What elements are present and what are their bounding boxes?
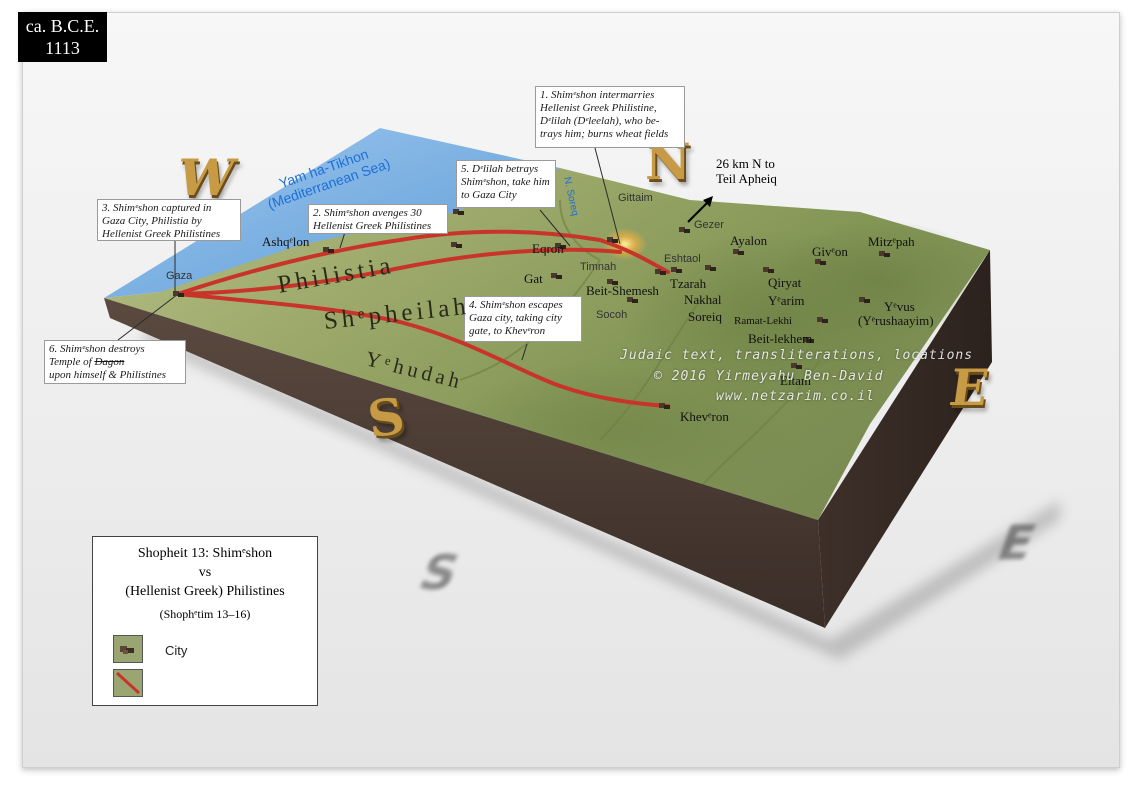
city-socoh: Socoh — [596, 309, 628, 321]
city-marker — [555, 243, 566, 249]
city-marker — [551, 273, 562, 279]
legend-subtitle: (Shophᵉtim 13–16) — [159, 607, 251, 621]
city-tzarah: Tzarah — [670, 276, 707, 291]
city-marker — [763, 267, 774, 273]
city-marker — [627, 297, 638, 303]
city-gezer: Gezer — [694, 219, 724, 231]
north-arrow-line — [687, 199, 711, 223]
city-marker — [323, 247, 334, 253]
city-marker — [817, 317, 828, 323]
city-marker — [451, 242, 462, 248]
callout-3: 3. Shimᵉshon captured in Gaza City, Phil… — [97, 199, 241, 241]
city-givon: Givᵉon — [812, 244, 848, 259]
legend-title-line-3: (Hellenist Greek) Philistines — [125, 584, 285, 599]
city-marker — [791, 363, 802, 369]
north-arrow-head — [703, 196, 713, 207]
watermark-line-2: © 2016 Yirmeyahu Ben-David — [654, 369, 884, 384]
callout-5: 5. Dᵉlilah betrays Shimᵉshon, take him t… — [456, 160, 556, 208]
city-marker — [659, 403, 670, 409]
city-marker — [607, 237, 618, 243]
city-markers — [173, 209, 890, 409]
city-marker — [671, 267, 682, 273]
city-marker — [859, 297, 870, 303]
city-marker — [679, 227, 690, 233]
city-marker — [655, 269, 666, 275]
hill-shading — [770, 220, 990, 340]
callout-4: 4. Shimᵉshon escapes Gaza city, taking c… — [464, 296, 582, 342]
callout-6-temple: Temple of — [49, 356, 95, 368]
north-note-line-2: Teil Apheiq — [716, 171, 777, 186]
city-yearim: Yᵉarim — [768, 293, 805, 308]
legend-route-swatch — [113, 669, 143, 697]
city-ayalon: Ayalon — [730, 233, 768, 248]
city-eitam: Eitam — [780, 373, 812, 388]
legend-city-label: City — [165, 643, 188, 658]
city-ramat-lekhi: Ramat-Lekhi — [734, 315, 793, 327]
legend-city-swatch — [113, 635, 143, 663]
block-front-side — [104, 298, 825, 628]
block-right-side — [818, 250, 992, 628]
city-nakhal: Nakhal — [684, 292, 722, 307]
city-marker — [733, 249, 744, 255]
city-khevron: Khevᵉron — [680, 409, 729, 424]
city-marker — [705, 265, 716, 271]
watermark-line-1: Judaic text, transliterations, locations — [620, 348, 974, 363]
city-eqron: Eqron — [532, 241, 564, 256]
route-gaza-khevron — [176, 292, 670, 408]
city-ashqelon: Ashqᵉlon — [262, 234, 310, 249]
city-eshtaol: Eshtaol — [664, 253, 701, 265]
legend-title: Shopheit 13: Shimᵉshon vs (Hellenist Gre… — [93, 544, 317, 601]
callout-6: 6. Shimᵉshon destroys Temple of Dagon up… — [44, 340, 186, 384]
legend: Shopheit 13: Shimᵉshon vs (Hellenist Gre… — [92, 536, 318, 706]
city-gaza: Gaza — [166, 270, 193, 282]
city-marker — [803, 337, 814, 343]
city-beit-lekhem: Beit-lekhem — [748, 331, 813, 346]
city-yerushaayim: (Yᵉrushaayim) — [858, 313, 934, 328]
date-line-2: 1113 — [45, 38, 80, 58]
city-marker — [607, 279, 618, 285]
date-box: ca. B.C.E. 1113 — [18, 12, 107, 62]
city-marker-icon — [120, 646, 134, 654]
city-beit-shemesh: Beit-Shemesh — [586, 283, 659, 298]
city-marker — [879, 251, 890, 257]
north-note-line-1: 26 km N to — [716, 156, 775, 171]
callout-6-line-3: upon himself & Philistines — [49, 369, 167, 381]
legend-title-line-2: vs — [198, 565, 212, 580]
city-qiryat: Qiryat — [768, 275, 802, 290]
city-mitzpah: Mitzᵉpah — [868, 234, 915, 249]
city-marker — [173, 291, 184, 297]
callout-6-line-2: Temple of Dagon — [49, 356, 181, 369]
north-note: 26 km N to Teil Apheiq — [716, 156, 777, 186]
route-line-icon — [115, 671, 141, 695]
callout-2: 2. Shimᵉshon avenges 30 Hellenist Greek … — [308, 204, 448, 234]
callout-6-line-1: 6. Shimᵉshon destroys — [49, 343, 145, 355]
callout-6-dagon: Dagon — [94, 356, 125, 368]
city-yevus: Yᵉvus — [884, 299, 915, 314]
date-line-1: ca. B.C.E. — [25, 16, 100, 36]
city-gittaim: Gittaim — [618, 192, 653, 204]
city-marker — [453, 209, 464, 215]
route-timnah-gaza — [176, 247, 622, 296]
watermark-line-3: www.netzarim.co.il — [716, 389, 875, 404]
callout-leaders — [117, 147, 621, 361]
city-timnah: Timnah — [580, 261, 617, 273]
legend-title-line-1: Shopheit 13: Shimᵉshon — [137, 546, 273, 561]
city-gat: Gat — [524, 271, 543, 286]
city-soreiq: Soreiq — [688, 309, 722, 324]
city-marker — [815, 259, 826, 265]
route-gaza-timnah — [176, 229, 670, 296]
callout-1: 1. Shimᵉshon intermarries Hellenist Gree… — [535, 86, 685, 148]
